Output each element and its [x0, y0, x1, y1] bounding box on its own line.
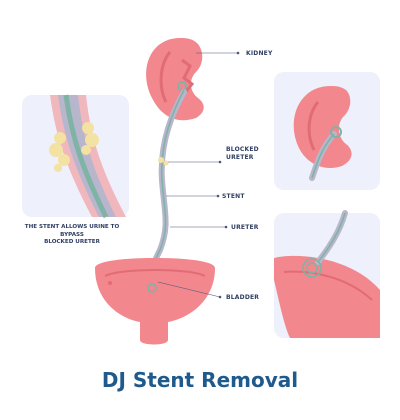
kidney-stone-cluster-right: [81, 122, 99, 155]
bladder: [95, 258, 215, 345]
caption-line-2: BLOCKED URETER: [44, 239, 100, 245]
inset-caption: THE STENT ALLOWS URINE TO BYPASS BLOCKED…: [16, 224, 128, 247]
blocked-ureter-stone: [158, 157, 169, 166]
kidney-closeup-inset: [274, 72, 380, 190]
ureter: [147, 89, 187, 289]
ureter-closeup-inset: [22, 94, 129, 219]
label-ureter: URETER: [231, 224, 259, 231]
page-title: DJ Stent Removal: [101, 368, 299, 392]
bladder-closeup-inset: [274, 210, 380, 338]
label-blocked-ureter-line2: URETER: [226, 154, 254, 161]
label-kidney: KIDNEY: [246, 50, 273, 57]
label-stent: STENT: [222, 193, 245, 200]
label-leader-dots: [216, 51, 240, 299]
label-blocked-ureter-line1: BLOCKED: [226, 146, 259, 153]
kidney: [146, 38, 204, 121]
label-leader-lines: [157, 52, 238, 298]
kidney-stone-cluster-left: [49, 132, 70, 172]
caption-line-1: THE STENT ALLOWS URINE TO BYPASS: [24, 224, 120, 238]
label-bladder: BLADDER: [226, 294, 260, 301]
